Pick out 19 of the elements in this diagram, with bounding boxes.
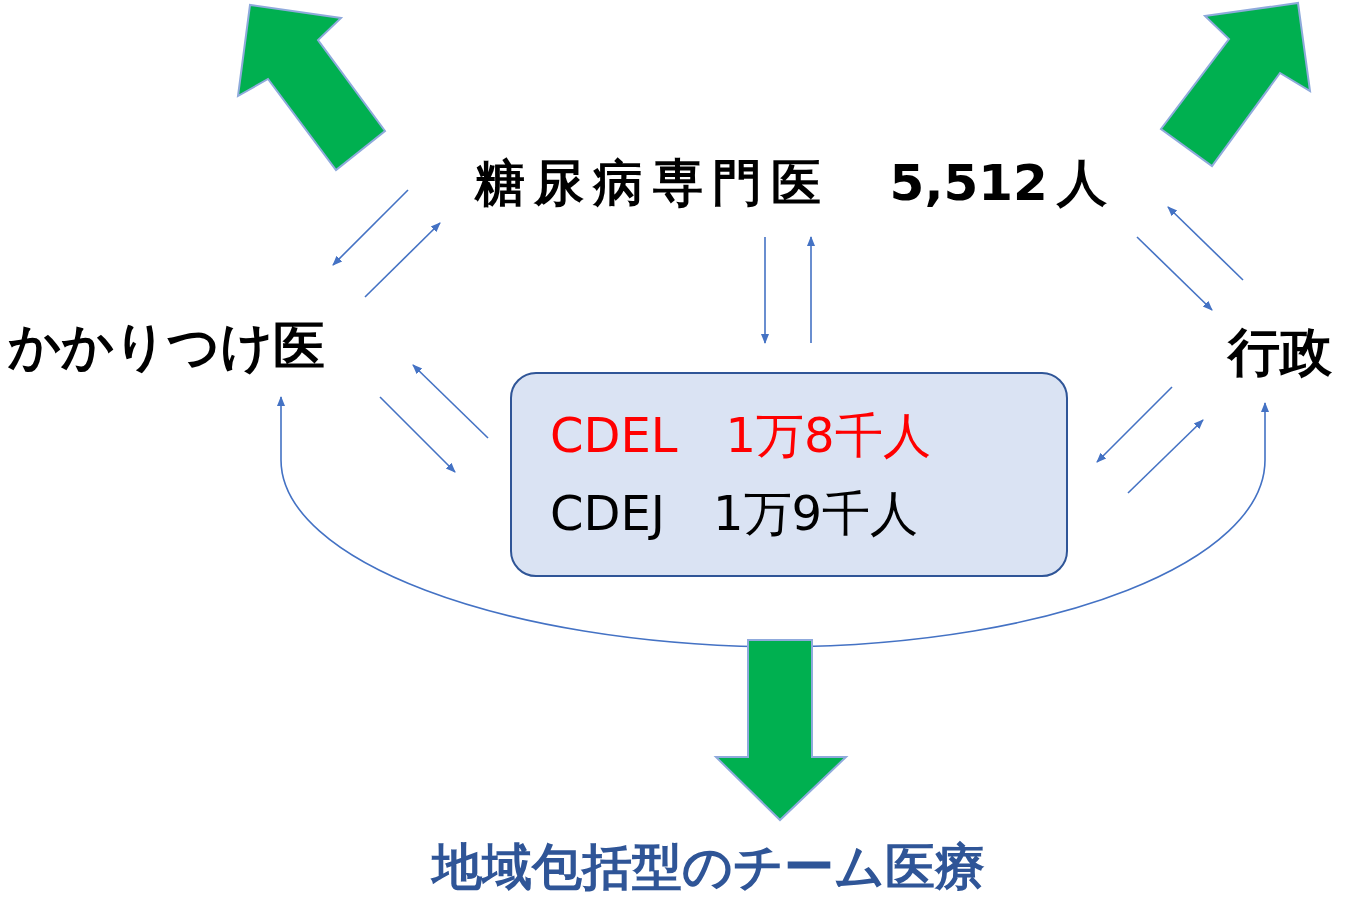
- count-text: CDEJ 1万9千人: [550, 484, 919, 543]
- arrow: [1167, 206, 1244, 281]
- arrow: [1136, 236, 1213, 311]
- arrow: [332, 189, 409, 266]
- arrow: [412, 364, 489, 439]
- result-label: 地域包括型のチーム医療: [432, 834, 985, 900]
- node-label: かかりつけ医: [8, 312, 325, 382]
- arrow: [379, 396, 456, 473]
- arrow: [761, 236, 769, 344]
- arrow: [807, 236, 815, 344]
- count-box: [510, 372, 1068, 577]
- heading-text: 糖尿病専門医 5,512人: [475, 150, 1107, 217]
- arrow: [364, 222, 441, 298]
- arrow: [1127, 419, 1204, 494]
- node-label: 行政: [1228, 318, 1332, 388]
- arrow: [1096, 386, 1173, 463]
- count-text: CDEL 1万8千人: [550, 406, 931, 465]
- arrow: [277, 396, 1269, 648]
- arrow: [713, 639, 849, 822]
